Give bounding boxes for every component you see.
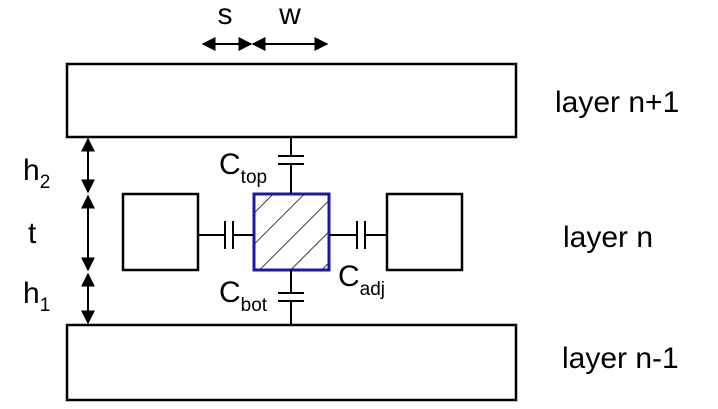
spacing-dimension: s bbox=[201, 0, 253, 51]
bottom-capacitor bbox=[278, 270, 304, 325]
height-above-label: h2 bbox=[23, 154, 50, 193]
upper-layer-plate bbox=[65, 62, 518, 139]
spacing-label: s bbox=[218, 0, 233, 31]
height-below-dimension: h1 bbox=[23, 272, 95, 325]
lower-layer-plate bbox=[65, 323, 518, 402]
center-wire bbox=[252, 192, 331, 272]
width-label: w bbox=[278, 0, 301, 31]
middle-layer-label: layer n bbox=[563, 221, 653, 254]
thickness-dimension: t bbox=[28, 194, 95, 272]
right-adjacent-capacitor bbox=[329, 221, 387, 249]
thickness-label: t bbox=[28, 217, 37, 250]
bottom-capacitance-label: Cbot bbox=[219, 276, 268, 316]
upper-layer-label: layer n+1 bbox=[555, 86, 679, 119]
adjacent-capacitance-label: Cadj bbox=[338, 260, 385, 300]
right-wire bbox=[385, 192, 464, 272]
top-capacitance-label: Ctop bbox=[219, 148, 267, 188]
height-above-dimension: h2 bbox=[23, 137, 95, 194]
left-wire bbox=[121, 192, 200, 272]
width-dimension: w bbox=[251, 0, 329, 51]
top-capacitor bbox=[278, 137, 304, 194]
left-adjacent-capacitor bbox=[198, 221, 254, 249]
height-below-label: h1 bbox=[23, 277, 50, 316]
lower-layer-label: layer n-1 bbox=[562, 342, 679, 375]
